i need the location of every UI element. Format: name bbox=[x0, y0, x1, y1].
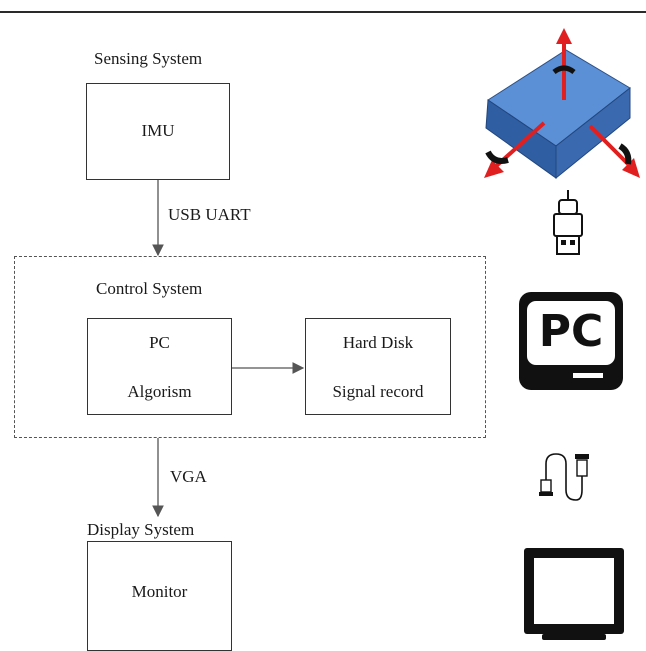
display-system-title: Display System bbox=[87, 520, 195, 539]
monitor-icon bbox=[524, 548, 624, 640]
pc-screen bbox=[527, 301, 615, 365]
imu-box: IMU bbox=[86, 83, 230, 180]
pc-box: PC Algorism bbox=[87, 318, 232, 415]
hard-disk-box: Hard Disk Signal record bbox=[305, 318, 451, 415]
control-system-title: Control System bbox=[96, 279, 203, 298]
hard-disk-label: Hard Disk bbox=[342, 333, 414, 352]
hard-disk-sub-label: Signal record bbox=[332, 382, 424, 401]
sensing-system-title: Sensing System bbox=[94, 49, 203, 68]
pc-sub-label: Algorism bbox=[127, 382, 192, 401]
imu-label: IMU bbox=[141, 121, 175, 140]
monitor-box: Monitor bbox=[87, 541, 232, 651]
monitor-label: Monitor bbox=[131, 582, 188, 601]
usb-plug-icon bbox=[553, 190, 583, 255]
imu-cube-icon bbox=[484, 28, 640, 180]
pc-terminal-icon: PC bbox=[519, 292, 623, 390]
vga-label: VGA bbox=[170, 467, 207, 486]
vga-cable-icon bbox=[539, 453, 589, 501]
control-system-boundary bbox=[14, 256, 486, 438]
top-rule bbox=[0, 11, 646, 13]
pc-drive-slot bbox=[573, 373, 603, 378]
pc-label: PC bbox=[149, 333, 170, 352]
usb-uart-label: USB UART bbox=[168, 205, 251, 224]
pc-icon-text: PC bbox=[538, 306, 604, 357]
